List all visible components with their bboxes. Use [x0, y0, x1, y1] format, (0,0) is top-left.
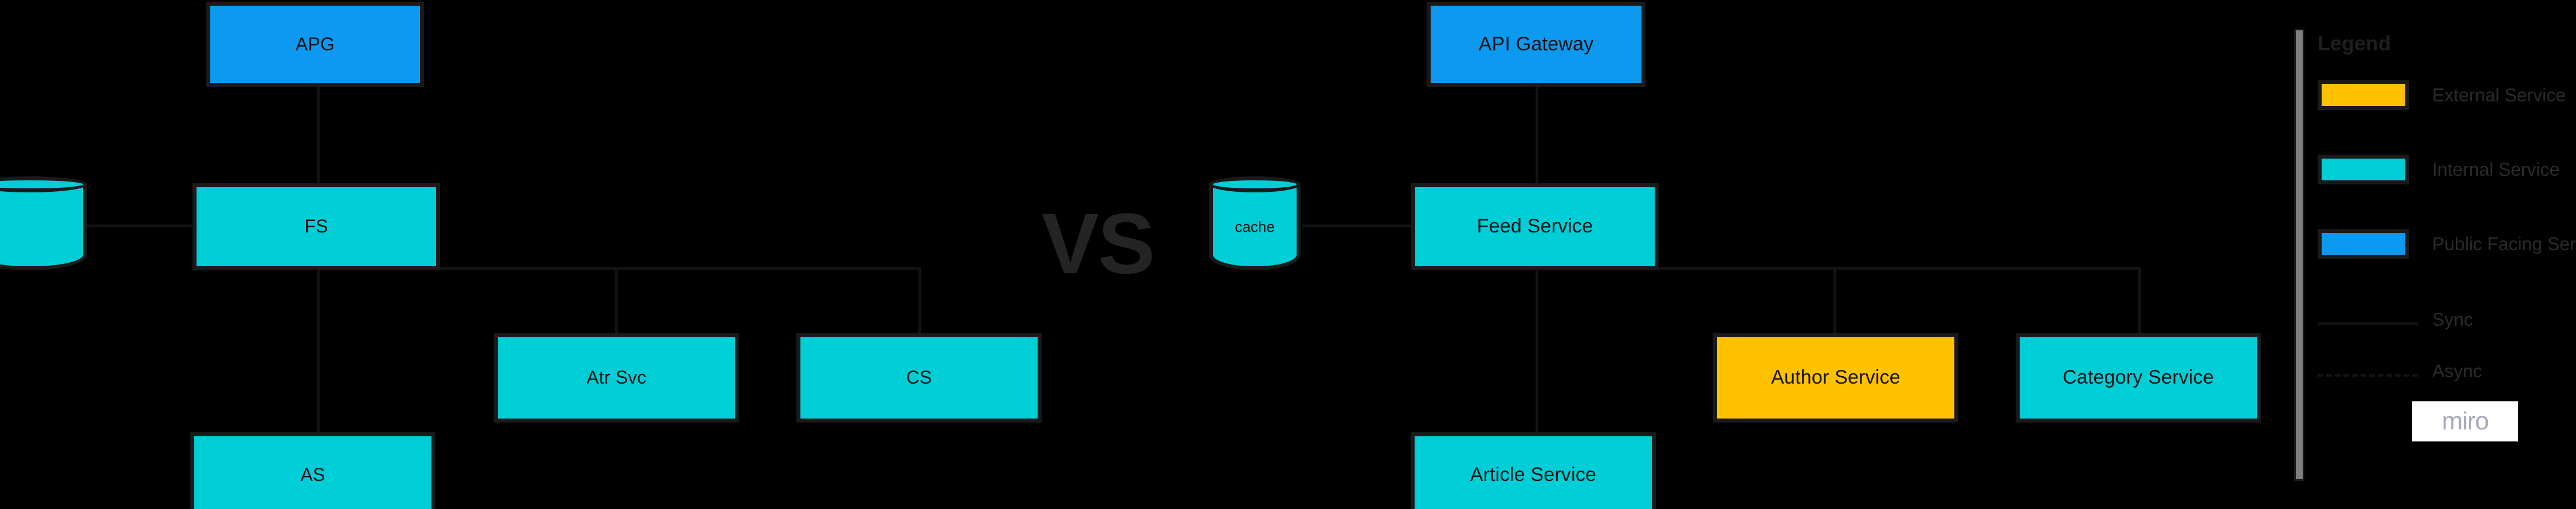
- cylinder-body: [1209, 183, 1301, 270]
- node-as[interactable]: AS: [190, 432, 435, 509]
- node-author-service[interactable]: Author Service: [1713, 333, 1958, 423]
- legend-label-sync: Sync: [2432, 309, 2473, 330]
- legend-rail: [2294, 29, 2304, 481]
- node-api-gateway-label: API Gateway: [1478, 33, 1594, 55]
- connector-feed-row-bus: [1536, 267, 2140, 270]
- legend-flowline-async: [2318, 374, 2418, 377]
- cache-label: cache: [1235, 218, 1275, 235]
- node-feed-service-label: Feed Service: [1477, 215, 1593, 238]
- node-category-service-label: Category Service: [2063, 366, 2214, 389]
- connector-fs-to-atrsvc: [615, 268, 618, 334]
- connector-fs-row-bus: [317, 267, 921, 270]
- legend-flowline-sync: [2318, 322, 2418, 325]
- node-fs-label: FS: [304, 216, 328, 237]
- legend-label-external: External Service: [2432, 85, 2566, 105]
- left-database-label: [0, 176, 87, 277]
- miro-watermark-text: miro: [2441, 407, 2489, 435]
- node-atr-svc-label: Atr Svc: [586, 367, 647, 388]
- connector-feed-to-article: [1536, 267, 1538, 433]
- connector-cache-to-feed: [1302, 224, 1413, 227]
- legend-swatch-external: [2318, 80, 2409, 110]
- legend-label-public-facing: Public Facing Service: [2432, 234, 2576, 254]
- cylinder-top: [0, 176, 87, 193]
- connector-apg-to-fs: [317, 85, 320, 186]
- legend-label-internal: Internal Service: [2432, 159, 2560, 180]
- node-atr-svc[interactable]: Atr Svc: [494, 333, 739, 423]
- legend-label-async: Async: [2432, 361, 2483, 381]
- node-api-gateway[interactable]: API Gateway: [1427, 2, 1646, 87]
- node-cs-label: CS: [906, 367, 932, 388]
- miro-watermark: miro: [2412, 401, 2518, 441]
- vs-separator-label: VS: [1042, 195, 1155, 291]
- connector-fs-to-as: [317, 267, 320, 433]
- cylinder-body: [0, 183, 87, 270]
- node-author-service-label: Author Service: [1771, 366, 1900, 389]
- legend-swatch-internal: [2318, 155, 2409, 184]
- node-fs[interactable]: FS: [193, 183, 440, 270]
- connector-db-to-fs: [86, 224, 195, 227]
- node-cs[interactable]: CS: [796, 333, 1042, 423]
- legend-swatch-public-facing: [2318, 229, 2409, 259]
- connector-feed-to-author: [1833, 268, 1836, 334]
- connector-fs-to-cs: [918, 268, 921, 334]
- node-feed-service[interactable]: Feed Service: [1411, 183, 1659, 270]
- cylinder-top: [1209, 176, 1301, 193]
- connector-feed-to-category: [2138, 268, 2141, 334]
- node-article-service-label: Article Service: [1470, 464, 1597, 486]
- node-apg-label: APG: [295, 33, 335, 54]
- node-apg[interactable]: APG: [206, 2, 424, 87]
- node-as-label: AS: [300, 464, 325, 486]
- cache-cylinder[interactable]: cache: [1209, 176, 1301, 277]
- connector-apigw-to-feed: [1536, 85, 1538, 186]
- left-database-cylinder[interactable]: [0, 176, 87, 277]
- node-article-service[interactable]: Article Service: [1411, 432, 1656, 509]
- node-category-service[interactable]: Category Service: [2016, 333, 2261, 423]
- legend-title: Legend: [2318, 31, 2392, 55]
- legend-panel: Legend External Service Internal Service…: [2292, 26, 2576, 509]
